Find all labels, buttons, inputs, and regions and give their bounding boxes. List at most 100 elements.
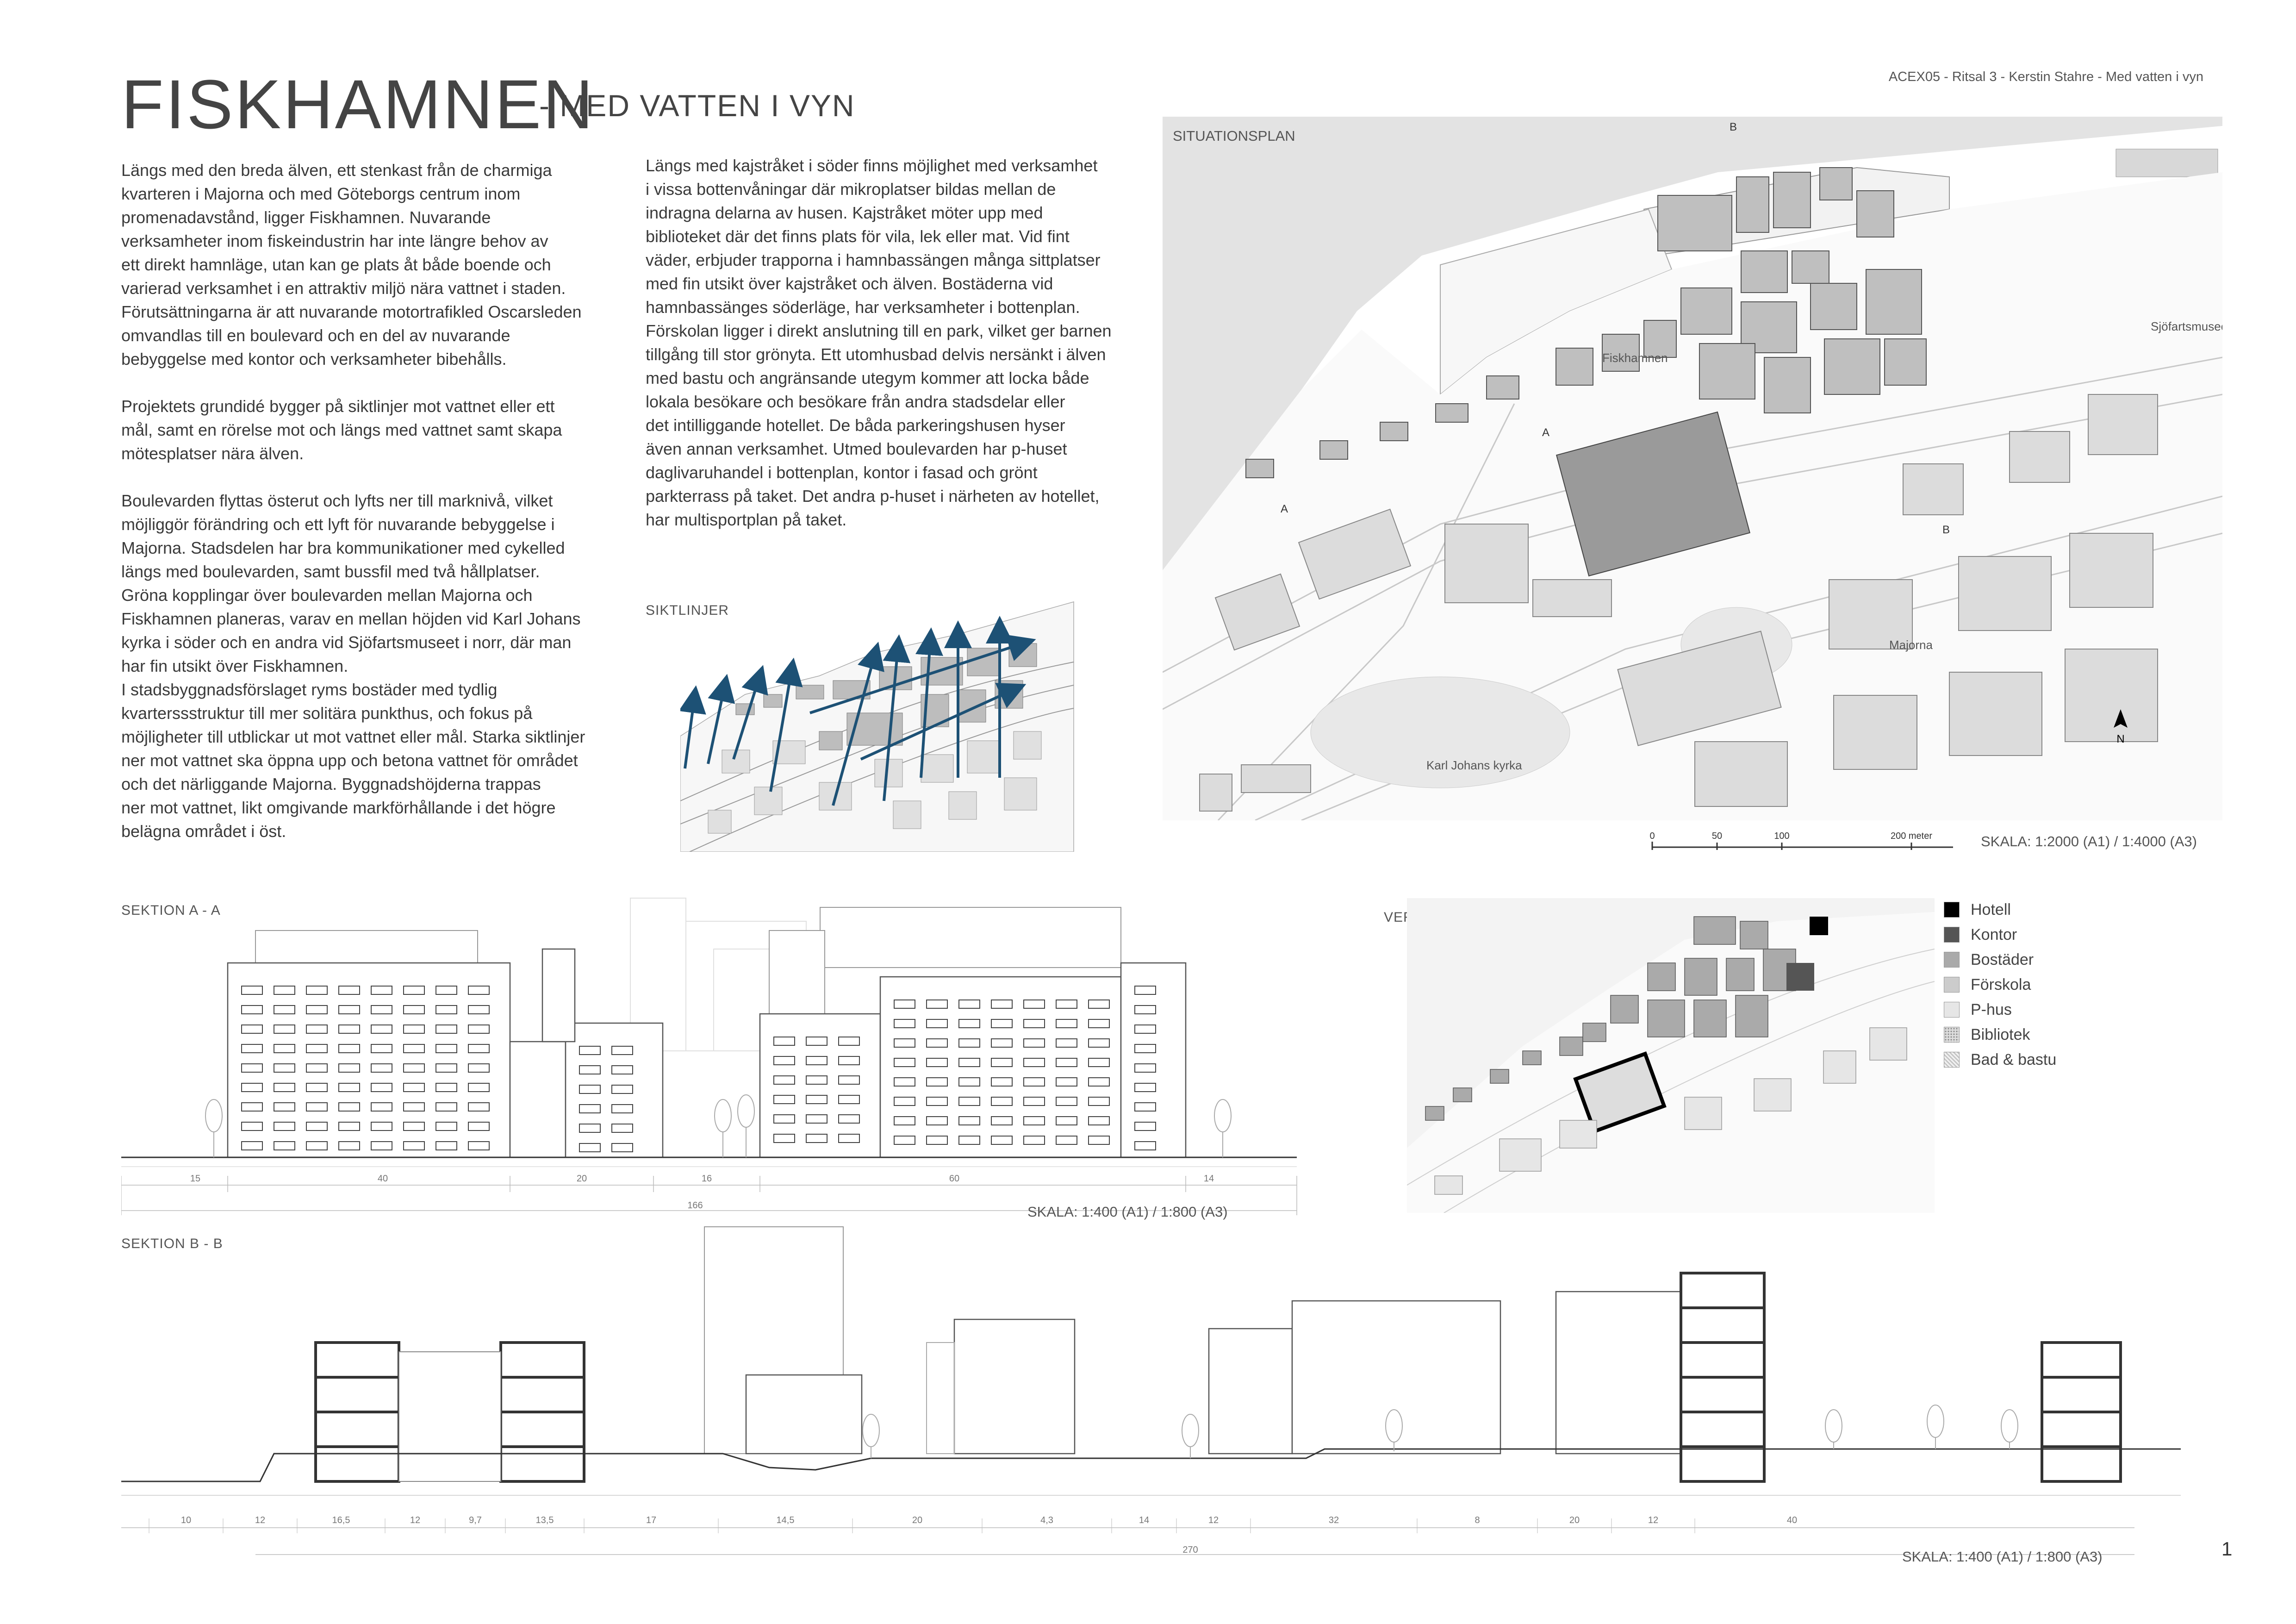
balcony [1134,1141,1156,1150]
balcony [958,1038,980,1048]
balcony [611,1085,633,1094]
balcony [926,1019,948,1028]
balcony [436,1102,457,1112]
balcony [371,1044,392,1053]
legend-item: Hotell [1944,897,2056,922]
balcony [958,1077,980,1087]
balcony [838,1114,860,1124]
siktlinjer-diagram [680,601,1074,852]
dim-b-value: 20 [912,1515,922,1525]
balcony [371,1063,392,1073]
balcony [274,1141,295,1150]
legend-label: Bostäder [1971,950,2034,968]
balcony [926,1097,948,1106]
balcony [894,1136,915,1145]
legend-label: Bad & bastu [1971,1050,2057,1068]
section-marker-a-west: A [1281,503,1288,515]
north-arrow-icon [2114,709,2128,728]
balcony [894,999,915,1009]
balcony [403,1122,425,1131]
balcony [611,1046,633,1055]
balcony [894,1058,915,1067]
balcony [1023,1019,1045,1028]
balcony [838,1134,860,1143]
balcony [241,1005,263,1014]
balcony [838,1056,860,1065]
dim-b-value: 12 [410,1515,420,1525]
balcony [1134,1083,1156,1092]
balcony [958,999,980,1009]
dim-b-value: 17 [646,1515,656,1525]
dim-a-3: 20 [577,1174,587,1184]
balcony [468,1122,490,1131]
verksamheter-map [1407,898,1935,1213]
balcony [338,1141,360,1150]
dim-b-value: 12 [1208,1515,1219,1525]
place-fiskhamnen: Fiskhamnen [1602,351,1668,365]
balcony [579,1046,601,1055]
dim-b-value: 8 [1475,1515,1480,1525]
balcony [773,1056,795,1065]
balcony [611,1065,633,1074]
balcony [1088,1038,1110,1048]
balcony [1088,999,1110,1009]
dim-b-value: 9,7 [469,1515,482,1525]
balcony [958,1097,980,1106]
balcony [468,1102,490,1112]
dim-b-value: 20 [1569,1515,1580,1525]
balcony [371,1141,392,1150]
balcony [338,1024,360,1034]
legend-item: Kontor [1944,922,2056,947]
balcony [1088,1019,1110,1028]
balcony [1023,1038,1045,1048]
balcony [958,1019,980,1028]
balcony [958,1058,980,1067]
balcony [579,1104,601,1113]
sektion-b-scale: SKALA: 1:400 (A1) / 1:800 (A3) [1902,1549,2103,1565]
balcony [1134,1122,1156,1131]
balcony [468,1141,490,1150]
dim-a-4: 16 [702,1174,712,1184]
balcony [894,1019,915,1028]
legend-item: Bad & bastu [1944,1047,2056,1072]
balcony [274,1083,295,1092]
balcony [1134,986,1156,995]
balcony [1056,999,1077,1009]
section-marker-b-south: B [1942,524,1950,536]
legend-label: Förskola [1971,975,2031,993]
balcony [241,986,263,995]
balcony [1134,1102,1156,1112]
dim-b-value: 14 [1139,1515,1149,1525]
balcony [991,1116,1013,1125]
balcony [371,1122,392,1131]
sektion-a-drawing [121,898,1297,1167]
legend-label: P-hus [1971,1000,2012,1018]
legend-swatch [1944,1002,1960,1018]
balcony [274,1044,295,1053]
balcony [338,1083,360,1092]
sektion-a-scale: SKALA: 1:400 (A1) / 1:800 (A3) [1027,1204,1228,1220]
balcony [306,1102,328,1112]
dim-b-value: 32 [1329,1515,1339,1525]
balcony [468,986,490,995]
balcony [436,1044,457,1053]
scale-tick-50: 50 [1712,831,1722,841]
balcony [403,1044,425,1053]
balcony [991,1136,1013,1145]
balcony [926,1077,948,1087]
balcony [306,1083,328,1092]
balcony [806,1056,828,1065]
balcony [991,1019,1013,1028]
balcony [991,1058,1013,1067]
balcony [991,1038,1013,1048]
balcony [338,1122,360,1131]
balcony [436,1141,457,1150]
dim-a-6: 14 [1204,1174,1214,1184]
balcony [991,1097,1013,1106]
balcony [1056,1058,1077,1067]
scale-tick-0: 0 [1649,831,1655,841]
balcony [338,1063,360,1073]
balcony [436,1083,457,1092]
section-marker-a-east: A [1542,426,1549,439]
balcony [436,1024,457,1034]
